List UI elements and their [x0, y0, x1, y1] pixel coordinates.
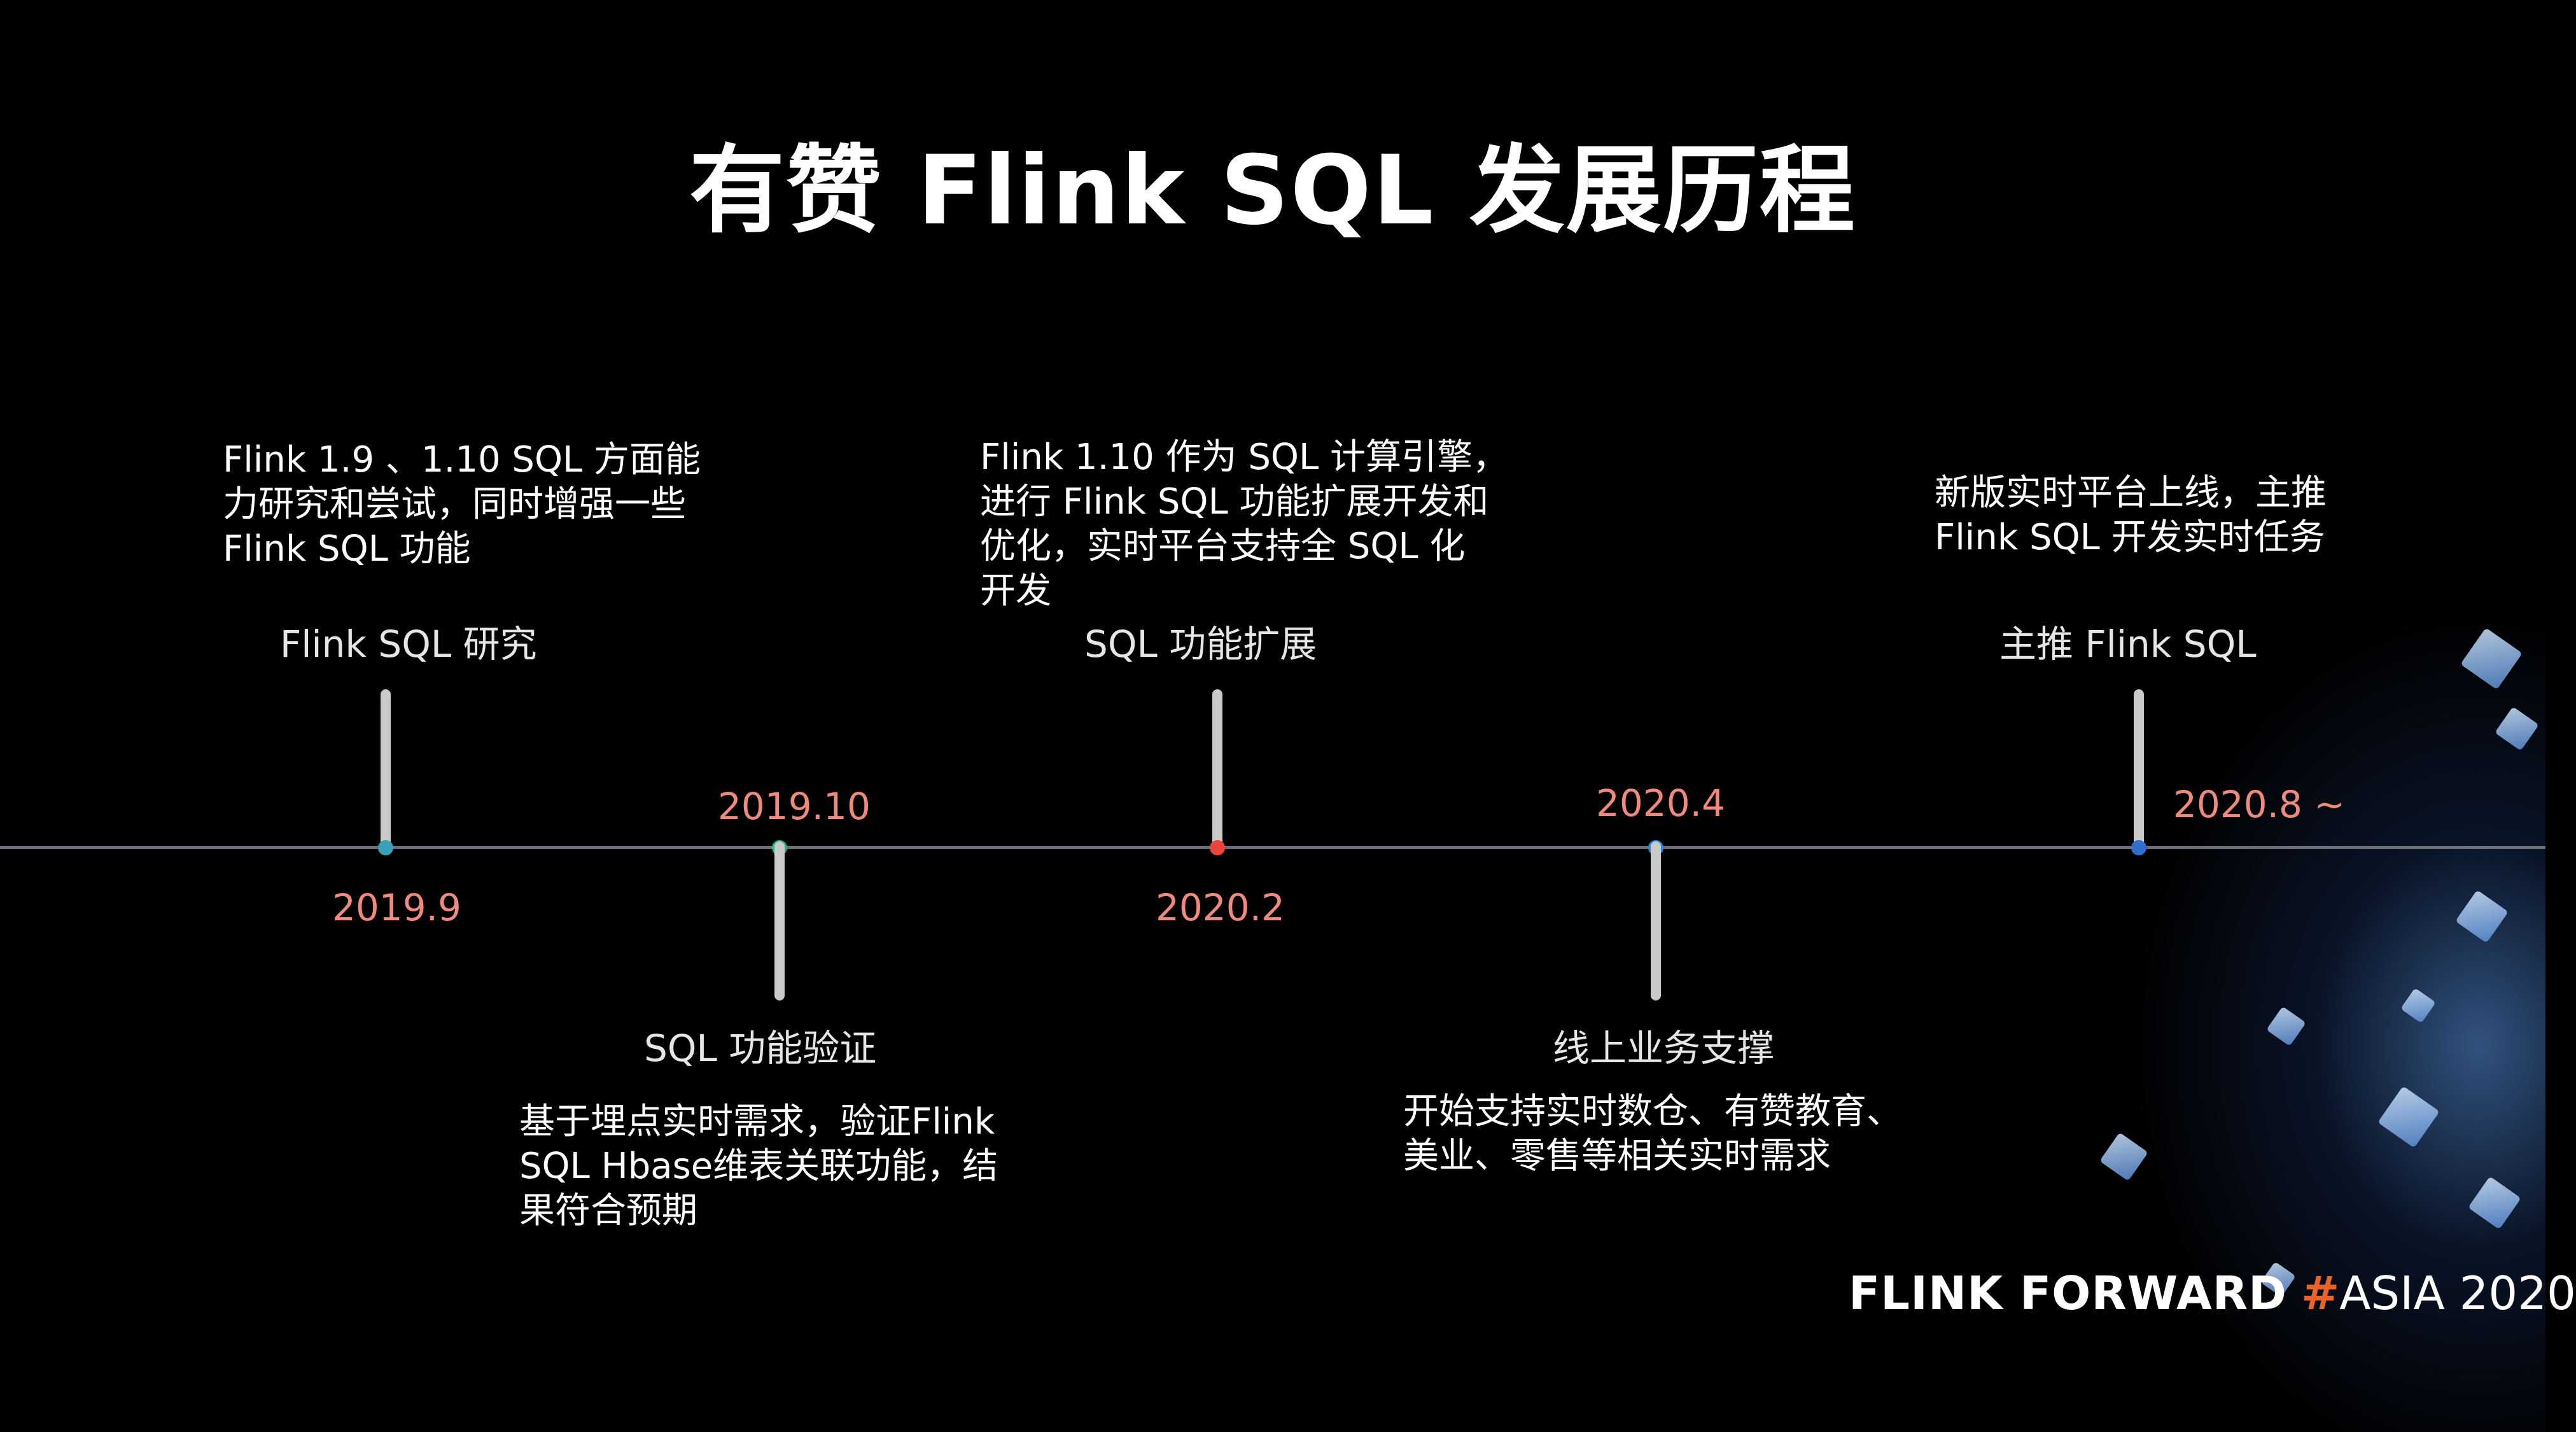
milestone-description: 新版实时平台上线，主推 Flink SQL 开发实时任务 — [1935, 472, 2327, 558]
brand-part2: ASIA 2020 — [2339, 1267, 2576, 1320]
milestone-label: SQL 功能扩展 — [1084, 622, 1317, 666]
milestone-dot — [2131, 840, 2146, 855]
brand-logo: FLINK FORWARD#ASIA 2020 — [1849, 1267, 2576, 1320]
milestone-date: 2020.4 — [1596, 782, 1725, 825]
timeline-axis — [0, 846, 2545, 849]
page-title: 有赞 Flink SQL 发展历程 — [689, 136, 1856, 246]
milestone-dot — [1210, 840, 1225, 855]
milestone-label: 主推 Flink SQL — [1999, 622, 2257, 666]
milestone-description: 基于埋点实时需求，验证Flink SQL Hbase维表关联功能，结 果符合预期 — [519, 1101, 998, 1232]
milestone-label: 线上业务支撑 — [1553, 1027, 1775, 1070]
milestone-label: SQL 功能验证 — [644, 1027, 877, 1070]
brand-part1: FLINK FORWARD — [1849, 1267, 2287, 1320]
milestone-dot — [378, 840, 393, 855]
milestone-date: 2020.2 — [1156, 886, 1285, 929]
milestone-label: Flink SQL 研究 — [280, 622, 537, 666]
background-glow — [2100, 573, 2545, 1432]
milestone-description: Flink 1.10 作为 SQL 计算引擎， 进行 Flink SQL 功能扩… — [980, 437, 1508, 612]
brand-hash: # — [2300, 1267, 2340, 1320]
milestone-description: 开始支持实时数仓、有赞教育、 美业、零售等相关实时需求 — [1403, 1091, 1902, 1177]
milestone-stem — [1212, 689, 1222, 848]
milestone-date: 2020.8 ~ — [2173, 783, 2345, 826]
milestone-date: 2019.10 — [718, 785, 871, 828]
milestone-description: Flink 1.9 、1.10 SQL 方面能 力研究和尝试，同时增强一些 Fl… — [223, 439, 701, 570]
milestone-date: 2019.9 — [332, 886, 461, 929]
milestone-stem — [381, 689, 391, 848]
milestone-stem — [774, 841, 785, 1000]
milestone-stem — [2134, 689, 2144, 848]
milestone-stem — [1651, 841, 1661, 1000]
